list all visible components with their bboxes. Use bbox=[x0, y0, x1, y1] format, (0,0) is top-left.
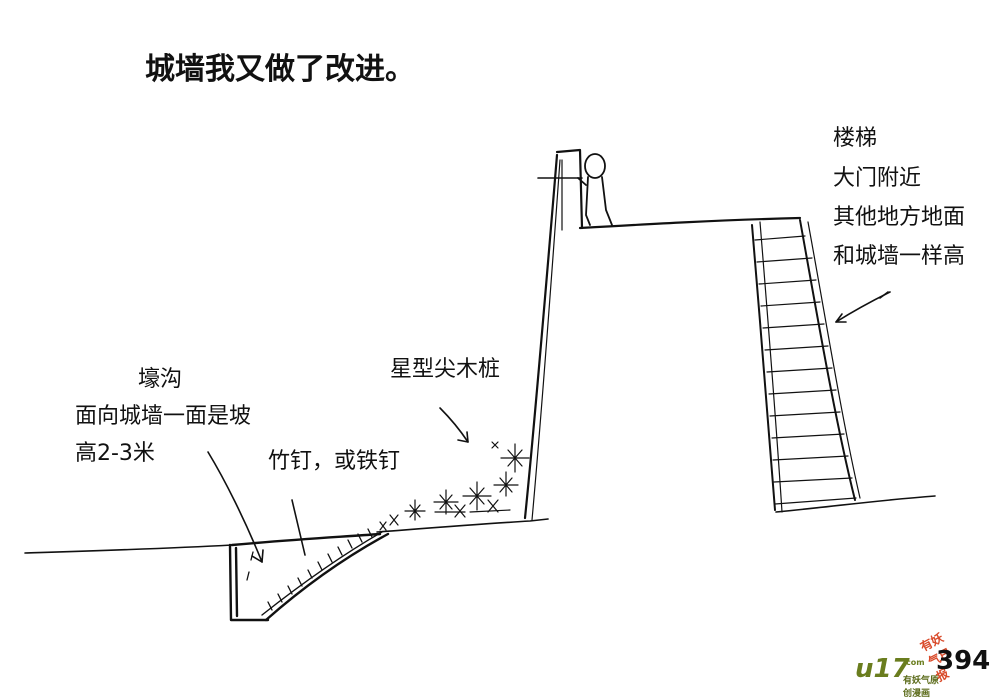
annotation-arrows bbox=[207, 291, 891, 563]
stairs bbox=[751, 219, 861, 513]
label-moat-height: 高2-3米 bbox=[75, 441, 155, 466]
moat-spikes bbox=[246, 528, 373, 611]
label-other-places: 其他地方地面 bbox=[833, 205, 966, 230]
label-moat: 壕沟 bbox=[138, 367, 183, 392]
watermark-domain: .com bbox=[903, 658, 925, 667]
label-star-stakes: 星型尖木桩 bbox=[390, 357, 501, 382]
ground-line bbox=[24, 495, 936, 554]
page-number: 394 bbox=[936, 646, 991, 676]
moat-trench bbox=[228, 531, 390, 622]
label-near-gate: 大门附近 bbox=[833, 166, 922, 191]
label-moat-slope: 面向城墙一面是坡 bbox=[75, 404, 252, 429]
guard-figure bbox=[577, 153, 613, 226]
label-stairs: 楼梯 bbox=[833, 126, 878, 151]
label-spikes: 竹钉，或铁钉 bbox=[268, 449, 401, 474]
city-wall bbox=[523, 148, 802, 521]
site-watermark: u17 .com 有妖气原创漫画 有妖气日报 bbox=[855, 630, 954, 699]
watermark-logo: u17 bbox=[855, 654, 910, 684]
star-stakes bbox=[379, 441, 530, 531]
page-title: 城墙我又做了改进。 bbox=[145, 52, 415, 87]
label-same-height: 和城墙一样高 bbox=[833, 244, 966, 269]
